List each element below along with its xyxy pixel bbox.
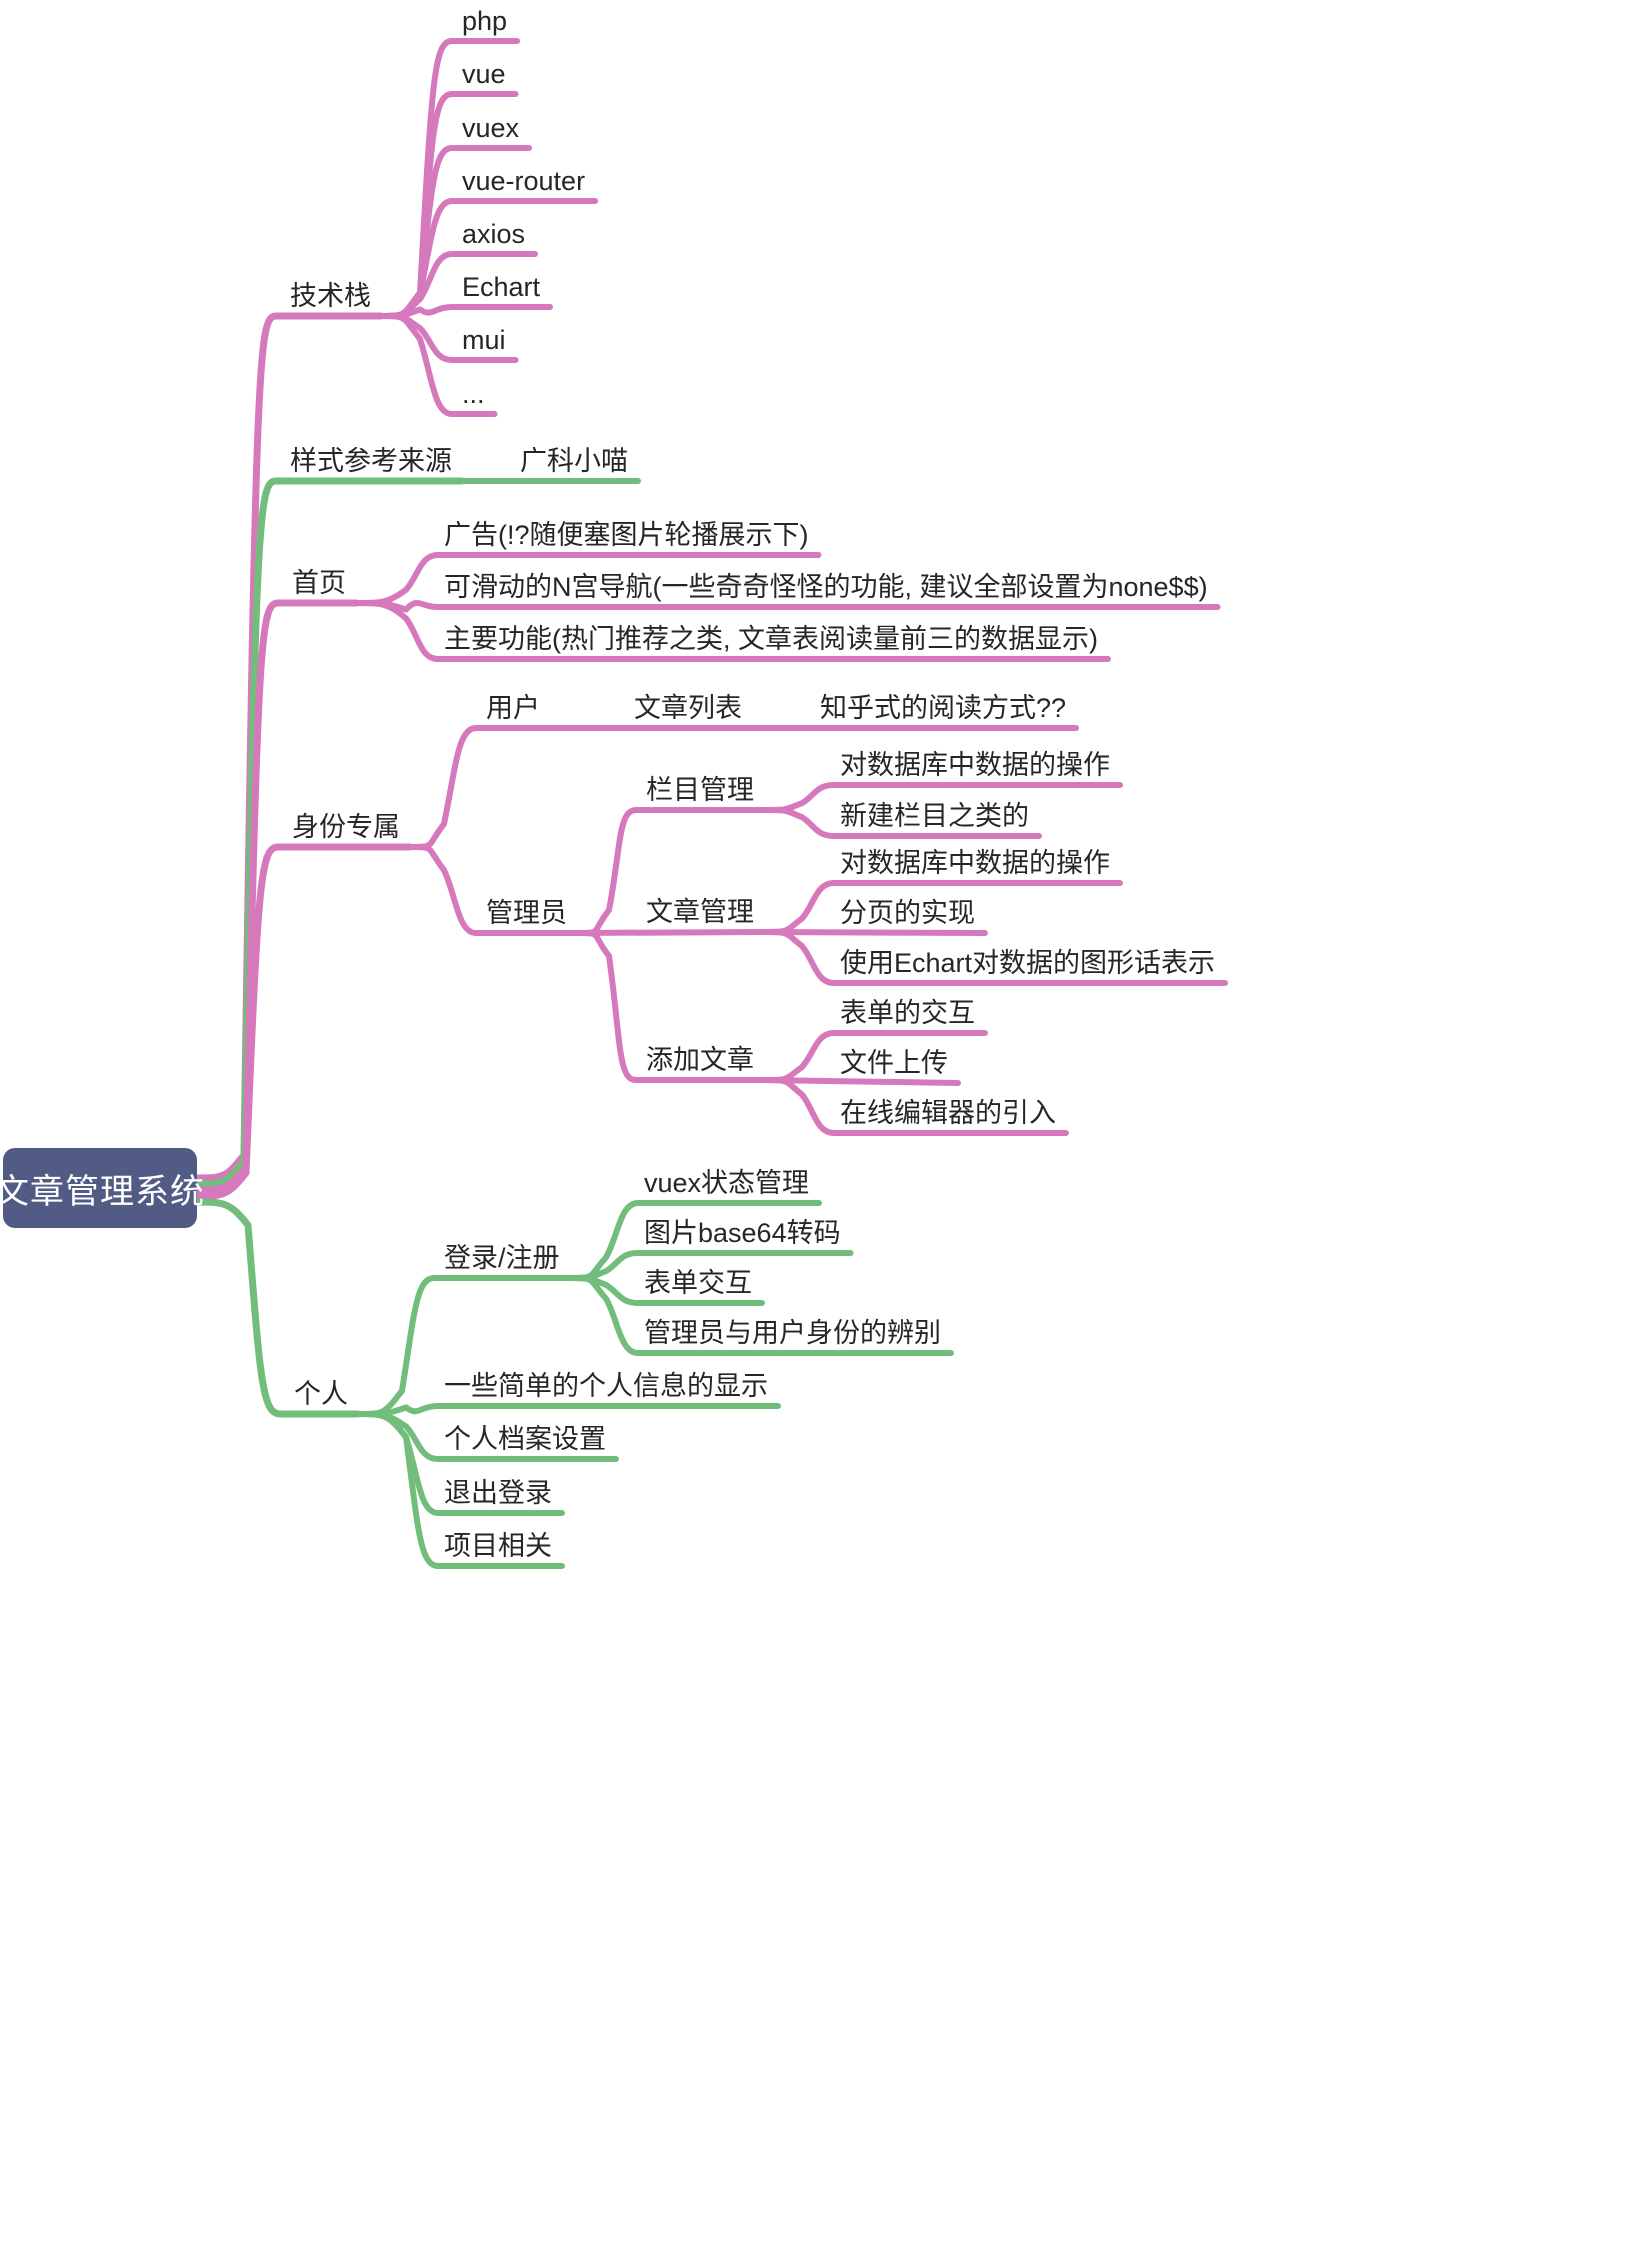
node-article-list-reading-style[interactable]: 知乎式的阅读方式?? bbox=[820, 693, 1067, 723]
node-tech-stack[interactable]: 技术栈 bbox=[290, 281, 371, 311]
node-home-nav[interactable]: 可滑动的N宫导航(一些奇奇怪怪的功能, 建议全部设置为none$$) bbox=[444, 572, 1208, 602]
node-auth-base64[interactable]: 图片base64转码 bbox=[644, 1218, 841, 1248]
root-node-label: 文章管理系统 bbox=[0, 1172, 205, 1211]
node-auth-role[interactable]: 管理员与用户身份的辨别 bbox=[644, 1318, 941, 1348]
node-auth-vuex[interactable]: vuex状态管理 bbox=[644, 1168, 810, 1198]
node-add-editor[interactable]: 在线编辑器的引入 bbox=[840, 1098, 1056, 1128]
node-home-page[interactable]: 首页 bbox=[292, 568, 346, 598]
node-article-echart[interactable]: 使用Echart对数据的图形话表示 bbox=[840, 948, 1216, 978]
node-add-form[interactable]: 表单的交互 bbox=[840, 998, 975, 1028]
node-identity-admin[interactable]: 管理员 bbox=[486, 898, 567, 928]
node-user-article-list[interactable]: 文章列表 bbox=[634, 693, 742, 723]
node-identity[interactable]: 身份专属 bbox=[292, 812, 400, 842]
node-personal-profile[interactable]: 个人档案设置 bbox=[444, 1424, 606, 1454]
node-home-features[interactable]: 主要功能(热门推荐之类, 文章表阅读量前三的数据显示) bbox=[444, 624, 1098, 654]
node-tech-vuex[interactable]: vuex bbox=[462, 113, 520, 143]
node-personal-logout[interactable]: 退出登录 bbox=[444, 1478, 552, 1508]
node-personal[interactable]: 个人 bbox=[294, 1379, 348, 1409]
node-admin-column-mgmt[interactable]: 栏目管理 bbox=[646, 775, 754, 805]
node-style-source[interactable]: 样式参考来源 bbox=[290, 446, 452, 476]
node-style-source-ref[interactable]: 广科小喵 bbox=[520, 446, 628, 476]
node-personal-auth[interactable]: 登录/注册 bbox=[444, 1243, 560, 1273]
node-personal-project[interactable]: 项目相关 bbox=[444, 1531, 552, 1561]
node-auth-form[interactable]: 表单交互 bbox=[644, 1268, 752, 1298]
node-add-file-upload[interactable]: 文件上传 bbox=[840, 1048, 948, 1078]
node-tech-vue-router[interactable]: vue-router bbox=[462, 166, 586, 196]
node-column-create[interactable]: 新建栏目之类的 bbox=[840, 801, 1029, 831]
node-tech-echart[interactable]: Echart bbox=[462, 272, 541, 302]
node-tech-vue[interactable]: vue bbox=[462, 59, 506, 89]
node-admin-add-article[interactable]: 添加文章 bbox=[646, 1045, 754, 1075]
root-node[interactable]: 文章管理系统 bbox=[0, 1148, 204, 1228]
node-tech-etc[interactable]: ... bbox=[462, 379, 485, 409]
node-home-ad[interactable]: 广告(!?随便塞图片轮播展示下) bbox=[444, 520, 809, 550]
node-article-pagination[interactable]: 分页的实现 bbox=[840, 898, 975, 928]
node-tech-mui[interactable]: mui bbox=[462, 325, 506, 355]
node-tech-axios[interactable]: axios bbox=[462, 219, 526, 249]
node-admin-article-mgmt[interactable]: 文章管理 bbox=[646, 897, 754, 927]
node-tech-php[interactable]: php bbox=[462, 6, 508, 36]
node-column-db-ops[interactable]: 对数据库中数据的操作 bbox=[840, 750, 1110, 780]
node-article-db-ops[interactable]: 对数据库中数据的操作 bbox=[840, 848, 1110, 878]
node-identity-user[interactable]: 用户 bbox=[486, 693, 540, 723]
node-personal-info[interactable]: 一些简单的个人信息的显示 bbox=[444, 1371, 768, 1401]
